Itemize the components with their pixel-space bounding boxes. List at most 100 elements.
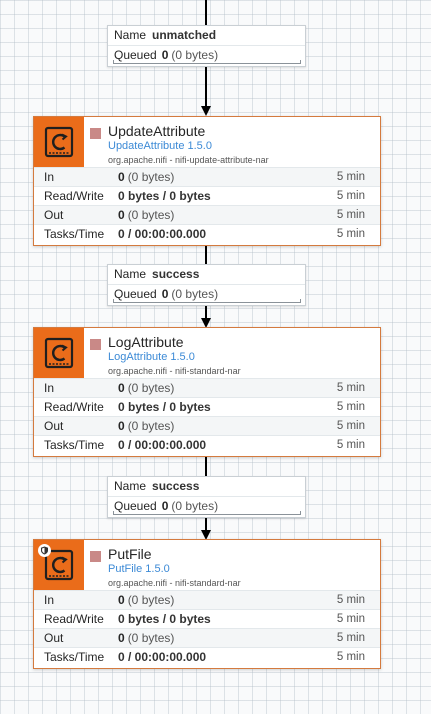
queued-bytes: (0 bytes) — [171, 287, 219, 301]
processor-bundle: org.apache.nifi - nifi-standard-nar — [108, 366, 241, 376]
stat-key: Out — [44, 419, 64, 433]
stat-key: Out — [44, 631, 64, 645]
stat-time: 5 min — [336, 632, 365, 644]
queued-key: Queued — [114, 48, 157, 62]
in-count: 0 — [118, 170, 125, 184]
stat-time: 5 min — [336, 594, 365, 606]
processor-bundle: org.apache.nifi - nifi-update-attribute-… — [108, 155, 269, 165]
stat-key: Tasks/Time — [44, 227, 105, 241]
processor-type: PutFile 1.5.0 — [108, 563, 170, 575]
out-bytes: (0 bytes) — [127, 419, 175, 433]
connection-name-row: Name unmatched — [108, 26, 305, 45]
stat-row-read-write: Read/Write 0 bytes / 0 bytes 5 min — [34, 609, 380, 628]
connection-name-key: Name — [114, 479, 147, 493]
stopped-status-icon — [90, 339, 101, 350]
restricted-shield-icon — [38, 544, 51, 557]
stat-time: 5 min — [336, 401, 365, 413]
arrow-head-icon — [201, 318, 211, 328]
processor-put-file[interactable]: PutFile PutFile 1.5.0 org.apache.nifi - … — [33, 539, 381, 669]
stat-time: 5 min — [336, 171, 365, 183]
processor-stats: In 0(0 bytes) 5 min Read/Write 0 bytes /… — [34, 590, 380, 666]
stat-key: Tasks/Time — [44, 650, 105, 664]
stat-value: 0(0 bytes) — [118, 629, 174, 647]
out-count: 0 — [118, 631, 125, 645]
connection-name: success — [152, 267, 200, 281]
stat-key: In — [44, 381, 55, 395]
stat-time: 5 min — [336, 420, 365, 432]
stat-time: 5 min — [336, 228, 365, 240]
stat-row-tasks: Tasks/Time 0 / 00:00:00.000 5 min — [34, 647, 380, 666]
stat-time: 5 min — [336, 651, 365, 663]
processor-icon — [34, 540, 84, 590]
out-bytes: (0 bytes) — [127, 208, 175, 222]
stat-row-read-write: Read/Write 0 bytes / 0 bytes 5 min — [34, 186, 380, 205]
stat-value: 0(0 bytes) — [118, 417, 174, 435]
queued-bytes: (0 bytes) — [171, 499, 219, 513]
connection-name: unmatched — [152, 28, 217, 42]
connection-name-key: Name — [114, 28, 147, 42]
processor-icon — [34, 117, 84, 167]
queued-count: 0 — [161, 48, 169, 62]
processor-stats: In 0(0 bytes) 5 min Read/Write 0 bytes /… — [34, 378, 380, 454]
read-write-value: 0 bytes / 0 bytes — [118, 612, 211, 626]
arrow-head-icon — [201, 530, 211, 540]
stat-key: Read/Write — [44, 400, 104, 414]
processor-name: LogAttribute — [108, 334, 184, 350]
stat-row-out: Out 0(0 bytes) 5 min — [34, 628, 380, 647]
stat-value: 0(0 bytes) — [118, 206, 174, 224]
tasks-time-value: 0 / 00:00:00.000 — [118, 650, 207, 664]
processor-icon — [34, 328, 84, 378]
stat-row-in: In 0(0 bytes) 5 min — [34, 590, 380, 609]
queued-count: 0 — [161, 499, 169, 513]
stat-time: 5 min — [336, 190, 365, 202]
stat-value: 0(0 bytes) — [118, 379, 174, 397]
stat-value: 0(0 bytes) — [118, 591, 174, 609]
queue-progress-bar — [113, 299, 301, 303]
stat-key: Read/Write — [44, 612, 104, 626]
tasks-time-value: 0 / 00:00:00.000 — [118, 438, 207, 452]
processor-log-attribute[interactable]: LogAttribute LogAttribute 1.5.0 org.apac… — [33, 327, 381, 457]
connection-queued-row: Queued 0(0 bytes) — [108, 496, 305, 516]
processor-update-attribute[interactable]: UpdateAttribute UpdateAttribute 1.5.0 or… — [33, 116, 381, 246]
stopped-status-icon — [90, 128, 101, 139]
processor-name: UpdateAttribute — [108, 123, 206, 139]
stat-row-tasks: Tasks/Time 0 / 00:00:00.000 5 min — [34, 224, 380, 243]
processor-bundle: org.apache.nifi - nifi-standard-nar — [108, 578, 241, 588]
in-bytes: (0 bytes) — [127, 381, 175, 395]
connection-name-row: Name success — [108, 265, 305, 284]
processor-name: PutFile — [108, 546, 152, 562]
tasks-time-value: 0 / 00:00:00.000 — [118, 227, 207, 241]
stat-time: 5 min — [336, 439, 365, 451]
stat-time: 5 min — [336, 209, 365, 221]
in-bytes: (0 bytes) — [127, 170, 175, 184]
arrow-head-icon — [201, 106, 211, 116]
read-write-value: 0 bytes / 0 bytes — [118, 189, 211, 203]
queued-key: Queued — [114, 499, 157, 513]
stat-row-read-write: Read/Write 0 bytes / 0 bytes 5 min — [34, 397, 380, 416]
read-write-value: 0 bytes / 0 bytes — [118, 400, 211, 414]
stat-key: Read/Write — [44, 189, 104, 203]
out-count: 0 — [118, 419, 125, 433]
in-count: 0 — [118, 593, 125, 607]
stat-key: In — [44, 593, 55, 607]
processor-type: UpdateAttribute 1.5.0 — [108, 140, 212, 152]
connection-name-key: Name — [114, 267, 147, 281]
queue-progress-bar — [113, 511, 301, 515]
processor-stats: In 0(0 bytes) 5 min Read/Write 0 bytes /… — [34, 167, 380, 243]
stat-key: Tasks/Time — [44, 438, 105, 452]
stat-key: Out — [44, 208, 64, 222]
stat-row-out: Out 0(0 bytes) 5 min — [34, 416, 380, 435]
queue-progress-bar — [113, 60, 301, 64]
stopped-status-icon — [90, 551, 101, 562]
out-count: 0 — [118, 208, 125, 222]
stat-row-in: In 0(0 bytes) 5 min — [34, 378, 380, 397]
in-count: 0 — [118, 381, 125, 395]
stat-value: 0(0 bytes) — [118, 168, 174, 186]
stat-time: 5 min — [336, 613, 365, 625]
stat-time: 5 min — [336, 382, 365, 394]
